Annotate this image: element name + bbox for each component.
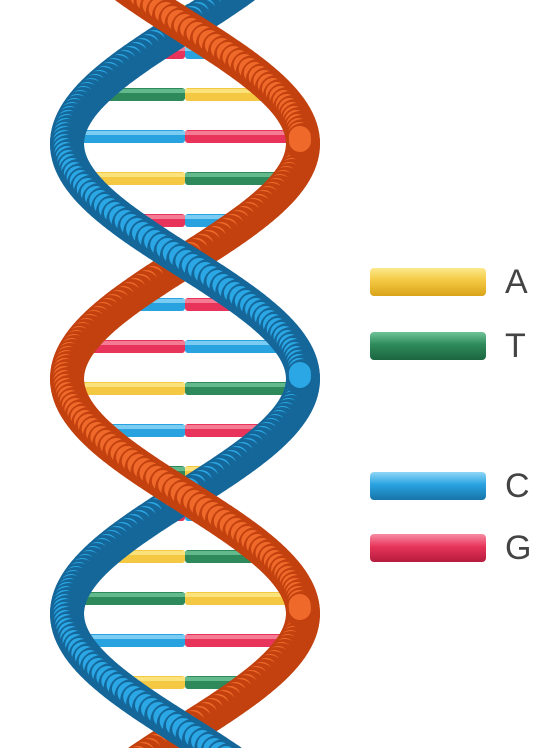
legend-swatch-a — [370, 268, 486, 296]
legend-item-g: G — [370, 528, 545, 568]
legend-label-c: C — [505, 468, 530, 504]
legend-label-a: A — [505, 264, 528, 300]
base-legend: A T C G — [370, 0, 545, 748]
legend-swatch-c — [370, 472, 486, 500]
base-rung-highlight — [68, 383, 185, 387]
legend-swatch-g — [370, 534, 486, 562]
legend-label-t: T — [505, 328, 526, 364]
legend-swatch-t — [370, 332, 486, 360]
base-rung-highlight — [185, 383, 302, 387]
legend-item-c: C — [370, 466, 545, 506]
legend-item-t: T — [370, 326, 545, 366]
legend-item-a: A — [370, 262, 545, 302]
legend-label-g: G — [505, 530, 531, 566]
